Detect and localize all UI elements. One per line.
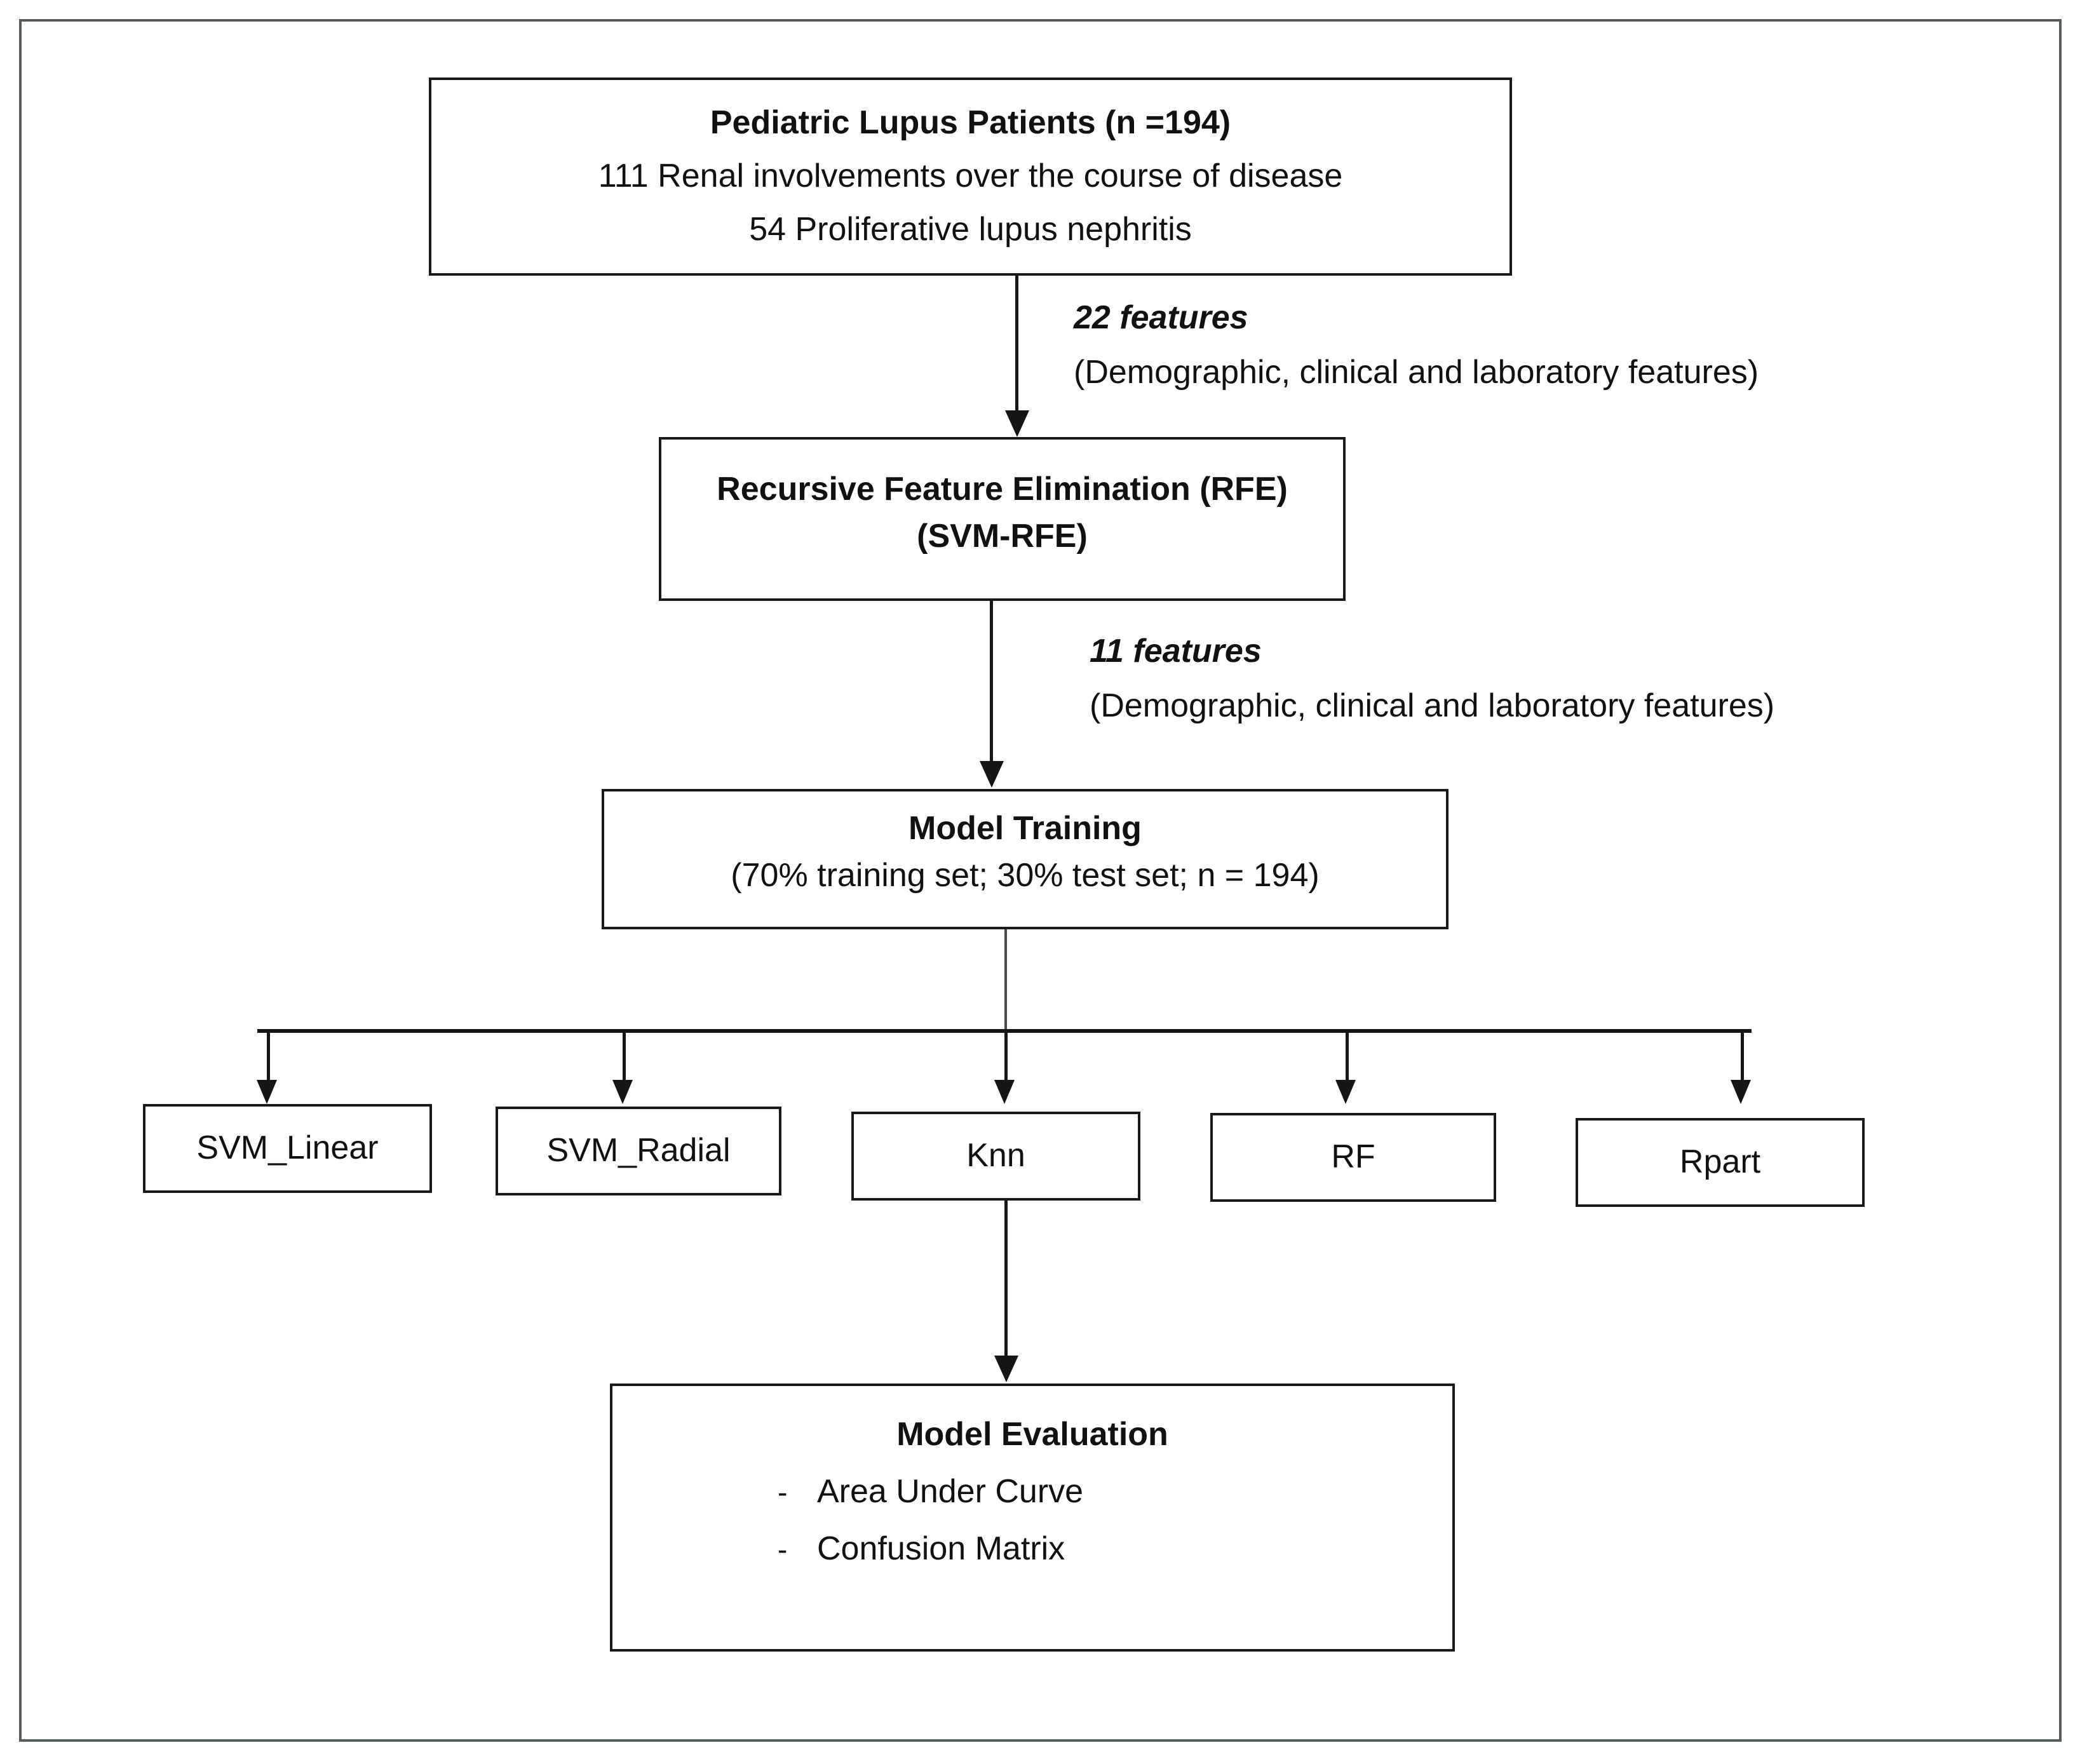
edge-label-22-features: 22 features (Demographic, clinical and l… — [1074, 299, 1759, 391]
arrowhead-rpart-icon — [1731, 1080, 1751, 1104]
arrowhead-rfe-to-training-icon — [980, 761, 1004, 788]
cohort-nephritis-line: 54 Proliferative lupus nephritis — [749, 210, 1192, 248]
model-label-rpart: Rpart — [1679, 1143, 1761, 1181]
connector-branch-to-svm-radial — [623, 1033, 626, 1082]
connector-cohort-to-rfe — [1015, 276, 1018, 412]
connector-rfe-to-training — [990, 601, 993, 763]
arrowhead-cohort-to-rfe-icon — [1005, 410, 1029, 437]
cohort-title: Pediatric Lupus Patients (n =194) — [710, 104, 1231, 142]
bullet-dash-icon: - — [778, 1476, 788, 1509]
connector-training-to-branch — [1004, 929, 1007, 1032]
edge-label-11-features: 11 features (Demographic, clinical and l… — [1090, 632, 1774, 725]
arrowhead-svm-radial-icon — [612, 1080, 633, 1104]
cohort-box: Pediatric Lupus Patients (n =194) 111 Re… — [429, 77, 1512, 276]
model-label-rf: RF — [1331, 1138, 1375, 1176]
edge-label-22-features-description: (Demographic, clinical and laboratory fe… — [1074, 354, 1759, 391]
evaluation-list-item: - Confusion Matrix — [612, 1530, 1065, 1568]
evaluation-list-item: - Area Under Curve — [612, 1472, 1083, 1511]
rfe-box: Recursive Feature Elimination (RFE) (SVM… — [659, 437, 1346, 601]
branch-distribution-bar — [257, 1029, 1752, 1033]
model-label-svm-radial: SVM_Radial — [546, 1132, 731, 1169]
edge-label-22-features-count: 22 features — [1074, 299, 1248, 336]
connector-branch-to-knn — [1004, 1033, 1008, 1082]
evaluation-item-label: Area Under Curve — [817, 1473, 1084, 1510]
bullet-dash-icon: - — [778, 1533, 788, 1566]
connector-branch-to-svm-linear — [267, 1033, 270, 1082]
edge-label-11-features-description: (Demographic, clinical and laboratory fe… — [1090, 687, 1775, 724]
model-box-svm-radial: SVM_Radial — [496, 1107, 781, 1195]
connector-branch-to-rf — [1346, 1033, 1349, 1082]
arrowhead-svm-linear-icon — [257, 1080, 277, 1104]
arrowhead-knn-icon — [994, 1080, 1015, 1104]
model-evaluation-title: Model Evaluation — [896, 1416, 1168, 1453]
rfe-subtitle: (SVM-RFE) — [917, 517, 1088, 555]
model-training-title: Model Training — [908, 810, 1142, 847]
model-box-svm-linear: SVM_Linear — [143, 1104, 432, 1193]
model-training-box: Model Training (70% training set; 30% te… — [602, 789, 1449, 929]
connector-branch-to-rpart — [1741, 1033, 1744, 1082]
edge-label-11-features-count: 11 features — [1090, 633, 1262, 670]
model-box-knn: Knn — [851, 1112, 1140, 1201]
model-label-svm-linear: SVM_Linear — [196, 1129, 379, 1167]
arrowhead-rf-icon — [1335, 1080, 1356, 1104]
model-box-rf: RF — [1210, 1113, 1496, 1202]
cohort-renal-line: 111 Renal involvements over the course o… — [598, 158, 1343, 195]
arrowhead-evaluation-icon — [994, 1356, 1018, 1382]
model-label-knn: Knn — [966, 1137, 1025, 1175]
model-training-subtitle: (70% training set; 30% test set; n = 194… — [731, 856, 1320, 894]
model-box-rpart: Rpart — [1576, 1118, 1865, 1207]
connector-knn-to-evaluation — [1004, 1201, 1008, 1358]
evaluation-item-label: Confusion Matrix — [817, 1530, 1065, 1567]
rfe-title: Recursive Feature Elimination (RFE) — [717, 471, 1288, 508]
model-evaluation-box: Model Evaluation - Area Under Curve - Co… — [610, 1384, 1455, 1652]
